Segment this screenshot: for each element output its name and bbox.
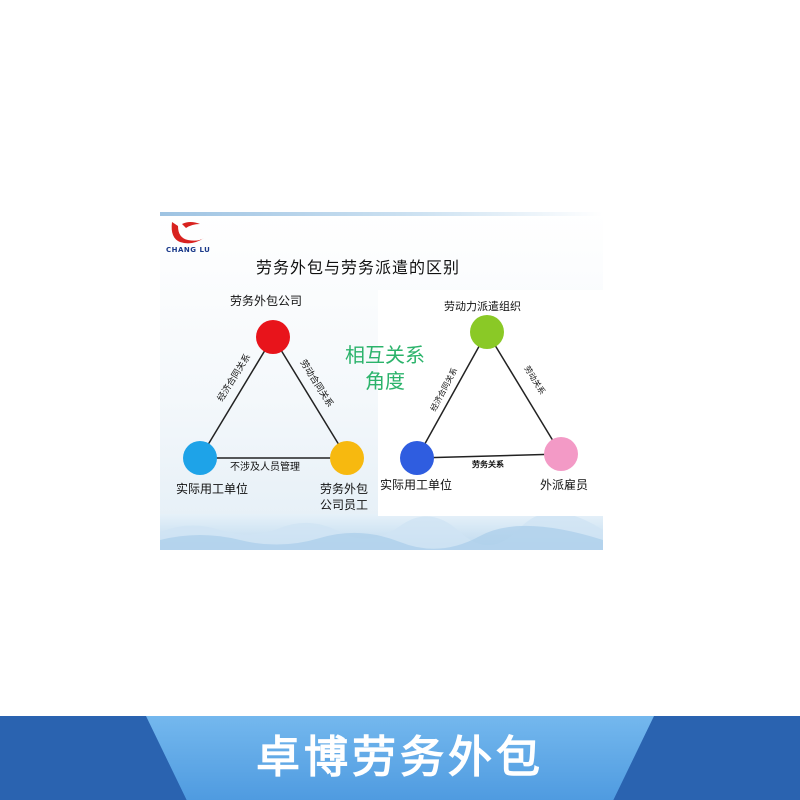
relation-angle-text: 相互关系 角度 [330, 342, 440, 394]
right-left-node [400, 441, 434, 475]
chang-lu-logo [168, 218, 208, 258]
banner-title: 卓博劳务外包 [256, 732, 544, 783]
right-edge-left-line [416, 331, 488, 459]
right-top-node-label: 劳动力派遣组织 [444, 300, 521, 313]
left-top-node-label: 劳务外包公司 [230, 294, 303, 308]
right-edge-right-line [486, 331, 562, 455]
right-edge-bottom-line [416, 453, 562, 459]
bottom-banner-highlight [146, 716, 654, 800]
slide-title: 劳务外包与劳务派遣的区别 [256, 258, 461, 277]
left-right-node-label-1: 劳务外包 [320, 482, 369, 496]
slide-image: CHANG LU 劳务外包与劳务派遣的区别 经济合同关系 劳动合同关系 不涉及人… [160, 212, 603, 550]
left-left-node-label: 实际用工单位 [176, 482, 249, 496]
left-edge-right-line [272, 336, 348, 459]
left-left-node [183, 441, 217, 475]
right-right-edge-label: 劳动关系 [522, 364, 547, 396]
left-left-edge-label: 经济合同关系 [214, 351, 253, 403]
right-left-node-label: 实际用工单位 [380, 478, 453, 492]
right-right-node-label: 外派雇员 [540, 478, 589, 492]
left-bottom-edge-label: 不涉及人员管理 [230, 460, 300, 473]
left-edge-left-line [199, 336, 274, 459]
left-top-node [256, 320, 290, 354]
triangle-diagrams: 经济合同关系 劳动合同关系 不涉及人员管理 经济合同关系 劳动关系 劳务关系 [183, 315, 578, 475]
left-right-node [330, 441, 364, 475]
right-right-node [544, 437, 578, 471]
logo-text: CHANG LU [166, 246, 211, 254]
left-right-node-label-2: 公司员工 [320, 498, 369, 512]
right-bottom-edge-label: 劳务关系 [472, 459, 504, 469]
wave-decoration [160, 514, 603, 550]
slide-top-line [160, 212, 603, 216]
right-top-node [470, 315, 504, 349]
relation-angle-line-1: 相互关系 [345, 343, 425, 367]
relation-angle-line-2: 角度 [365, 369, 405, 393]
